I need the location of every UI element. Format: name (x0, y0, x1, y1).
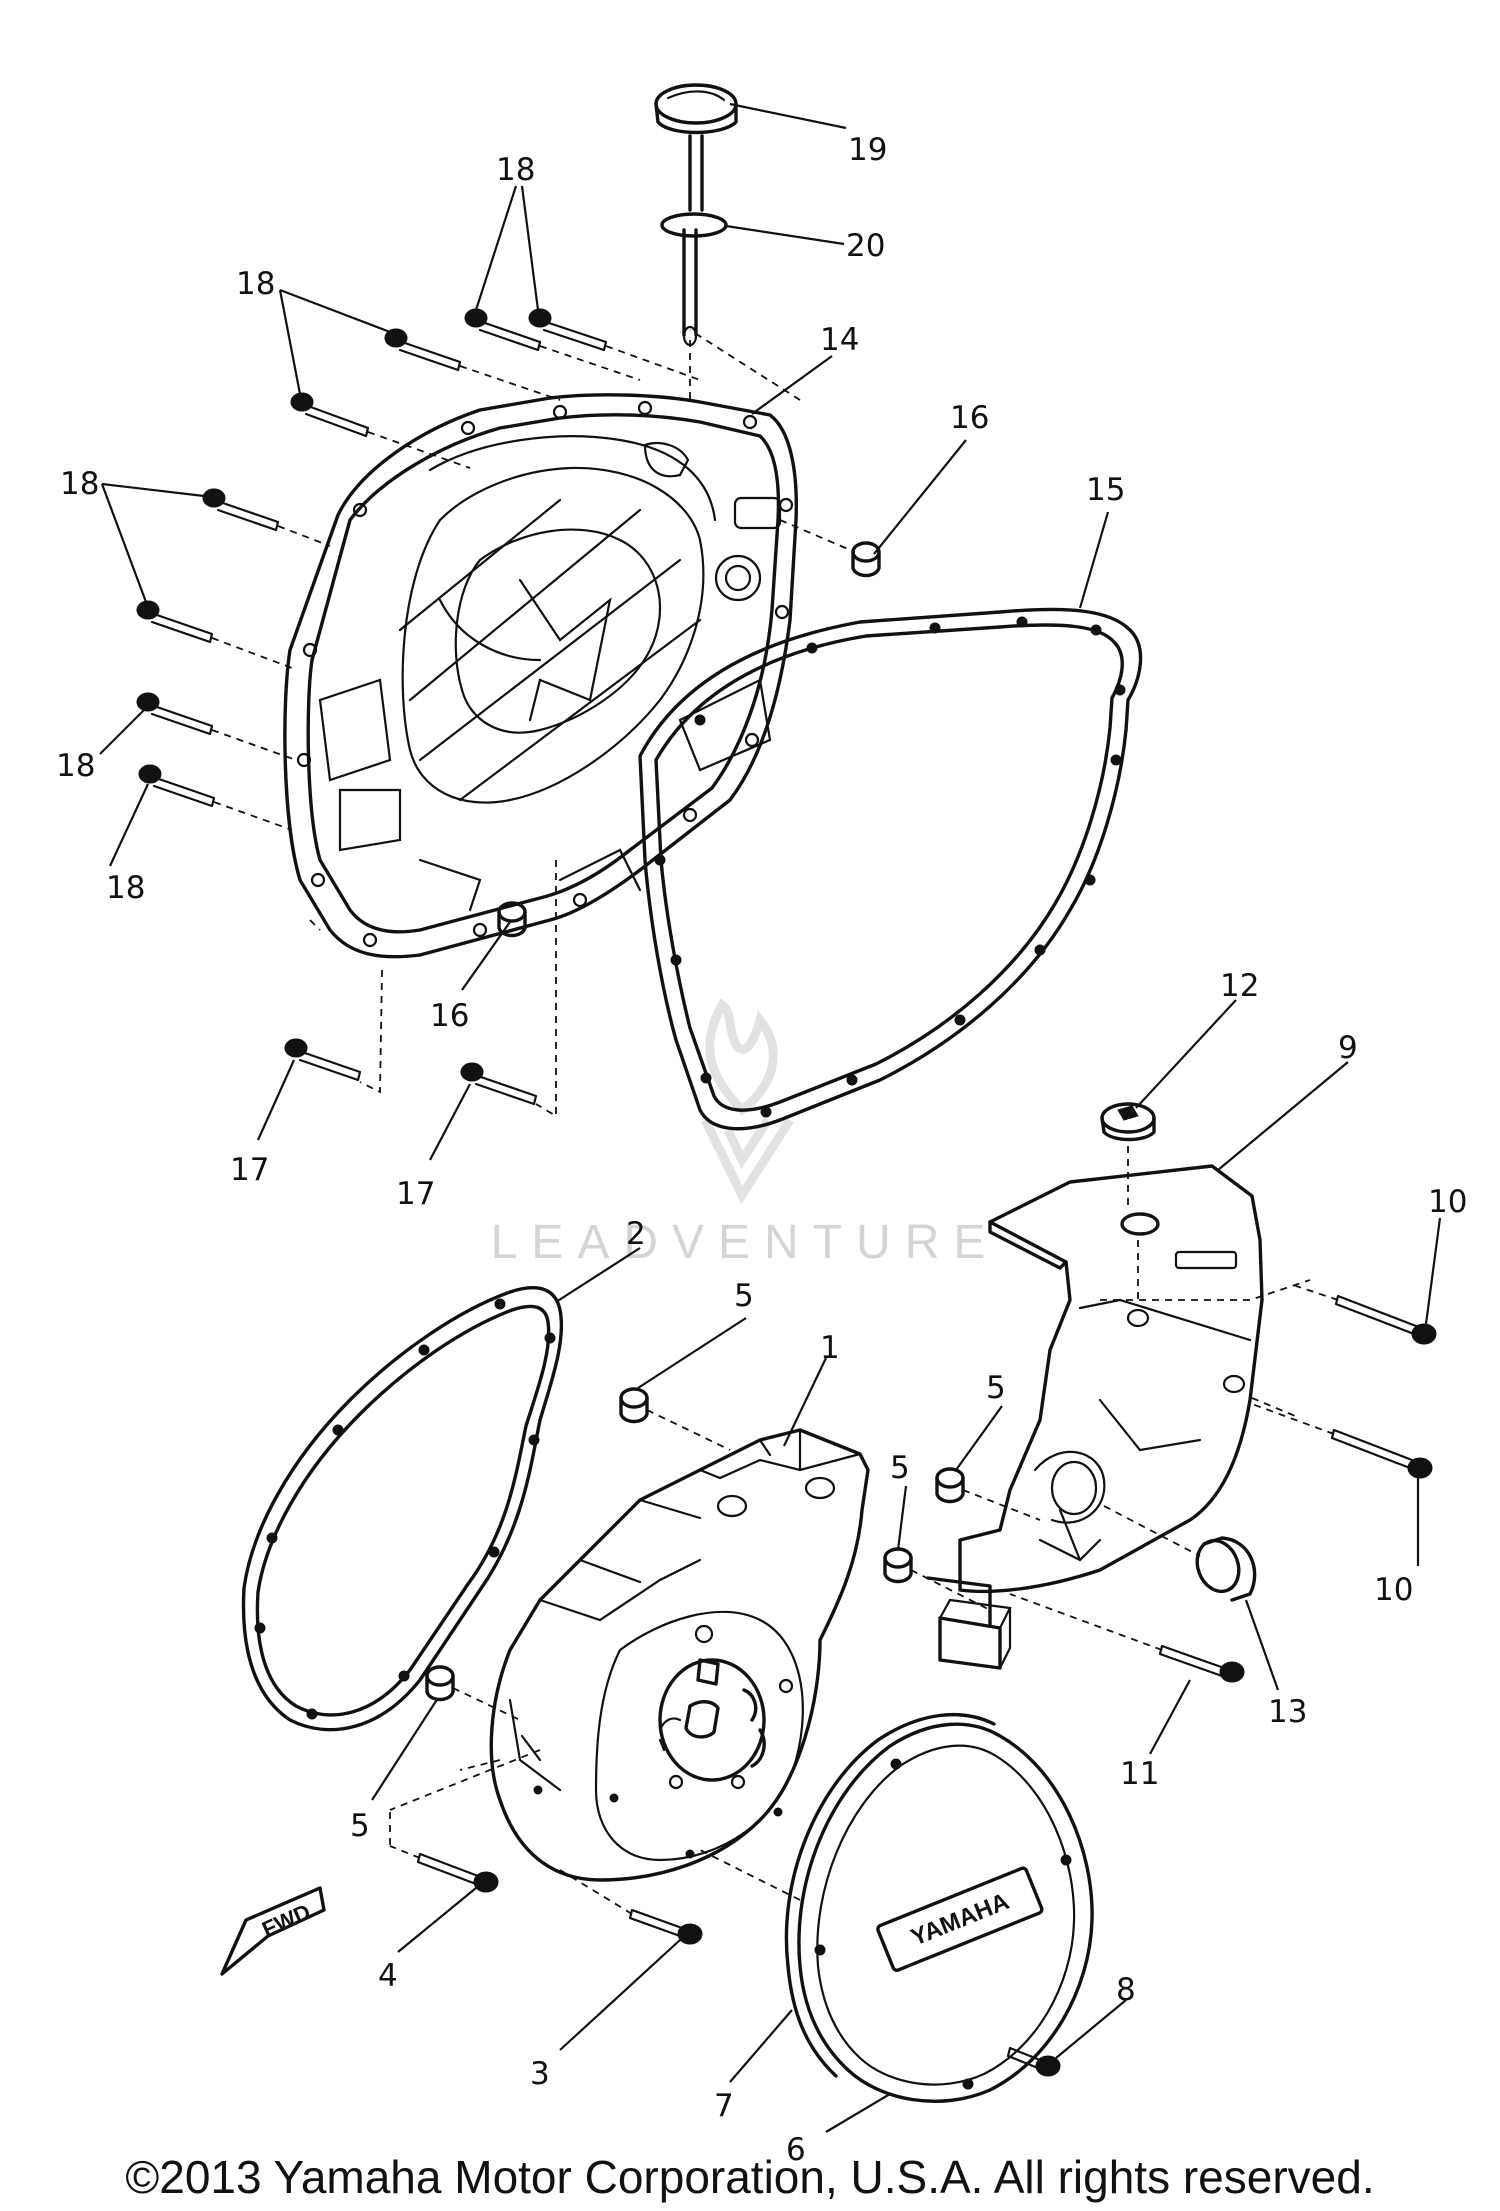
dowel-pins-5[interactable] (425, 1387, 1041, 1721)
callout-17: 17 (230, 1152, 269, 1188)
fwd-direction-arrow: FWD (220, 1886, 326, 1976)
part-14-crankcase-cover[interactable] (283, 329, 801, 959)
part-2-generator-cover-gasket[interactable] (241, 1286, 564, 1732)
part-1-generator-cover[interactable] (389, 1428, 870, 1882)
callout-16: 16 (430, 998, 469, 1034)
part-20-o-ring[interactable] (660, 212, 728, 238)
callout-4: 4 (378, 1958, 398, 1994)
callout-13: 13 (1268, 1694, 1307, 1730)
callout-14: 14 (820, 322, 859, 358)
callout-18: 18 (496, 152, 535, 188)
callout-11: 11 (1120, 1756, 1159, 1792)
callout-20: 20 (846, 228, 885, 264)
callout-16: 16 (950, 400, 989, 436)
callout-18: 18 (106, 870, 145, 906)
callout-12: 12 (1220, 968, 1259, 1004)
callout-8: 8 (1116, 1972, 1136, 2008)
callout-6: 6 (786, 2132, 806, 2168)
callout-5: 5 (350, 1808, 370, 1844)
callout-labels: 19 20 18 18 18 18 18 14 16 15 16 17 17 1… (56, 132, 1467, 2168)
callout-3: 3 (530, 2056, 550, 2092)
part-9-cover-bracket[interactable] (926, 1164, 1311, 1670)
direction-marker-text: FWD (258, 1899, 314, 1942)
callout-19: 19 (848, 132, 887, 168)
leader-lines (99, 102, 1442, 2133)
watermark-text: LEADVENTURE (491, 1216, 1000, 1269)
watermark: LEADVENTURE (491, 998, 1000, 1269)
yamaha-badge (876, 1866, 1044, 1972)
part-19-oil-dipstick[interactable] (654, 83, 738, 347)
callout-1: 1 (820, 1330, 840, 1366)
dowel-pins-16[interactable] (497, 519, 881, 938)
callout-18: 18 (56, 748, 95, 784)
cover-badge-text: YAMAHA (907, 1888, 1013, 1952)
callout-2: 2 (626, 1216, 646, 1252)
bolts-10[interactable] (1251, 1283, 1437, 1479)
bolt-3[interactable] (559, 1869, 703, 1945)
callout-5: 5 (890, 1450, 910, 1486)
part-6-cover-cap[interactable]: YAMAHA (699, 1722, 1094, 2103)
callout-9: 9 (1338, 1030, 1358, 1066)
part-7-cap-gasket[interactable] (784, 1713, 996, 2078)
watermark-logo-icon (700, 998, 794, 1205)
bolts-17[interactable] (284, 860, 557, 1118)
callout-10: 10 (1374, 1572, 1413, 1608)
bolt-11[interactable] (1009, 1593, 1245, 1683)
callout-18: 18 (60, 466, 99, 502)
part-12-cap[interactable] (1100, 1102, 1156, 1210)
callout-7: 7 (714, 2088, 734, 2124)
callout-15: 15 (1086, 472, 1125, 508)
callout-5: 5 (734, 1278, 754, 1314)
bolts-18[interactable] (136, 308, 701, 831)
part-13-plug[interactable] (1103, 1505, 1257, 1602)
callout-17: 17 (396, 1176, 435, 1212)
bolt-4[interactable] (389, 1812, 499, 1893)
callout-18: 18 (236, 266, 275, 302)
callout-5: 5 (986, 1370, 1006, 1406)
screw-8[interactable] (1006, 2046, 1061, 2077)
copyright-footer: ©2013 Yamaha Motor Corporation, U.S.A. A… (125, 2151, 1375, 2203)
callout-10: 10 (1428, 1184, 1467, 1220)
part-15-crankcase-cover-gasket[interactable] (638, 607, 1143, 1131)
fwd-arrow-icon (220, 1886, 326, 1976)
